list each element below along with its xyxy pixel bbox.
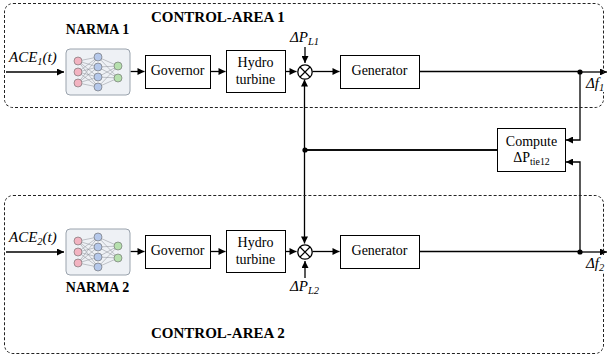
controller-name: NARMA 1 bbox=[66, 22, 129, 38]
controller-name: NARMA 2 bbox=[66, 280, 129, 296]
process-box: Hydro turbine bbox=[226, 50, 286, 92]
signal-connector bbox=[131, 251, 145, 252]
input-signal-line bbox=[6, 251, 64, 252]
process-box: Compute ΔPtie12 bbox=[497, 128, 566, 172]
area-title: CONTROL-AREA 1 bbox=[151, 9, 285, 26]
control-area-region: NARMA 2GovernorHydro turbineΔPL2Generato… bbox=[4, 195, 604, 354]
neural-network-icon bbox=[65, 228, 131, 276]
box-label: Governor bbox=[151, 63, 205, 79]
signal-connector bbox=[286, 71, 297, 72]
signal-connector bbox=[305, 150, 498, 244]
process-box: Generator bbox=[340, 55, 420, 89]
neural-controller-box: NARMA 2 bbox=[65, 228, 131, 276]
box-label: Governor bbox=[151, 243, 205, 259]
control-area-region: NARMA 1GovernorHydro turbineΔPL1Generato… bbox=[4, 3, 604, 108]
box-label: Hydro turbine bbox=[231, 55, 281, 87]
output-signal-name: Δf1 bbox=[585, 75, 605, 92]
load-disturbance-arrow bbox=[304, 47, 305, 63]
box-label: Generator bbox=[352, 63, 408, 79]
load-disturbance-arrow bbox=[304, 261, 305, 278]
process-box: Hydro turbine bbox=[226, 230, 286, 272]
area-title: CONTROL-AREA 2 bbox=[151, 325, 285, 342]
signal-connector bbox=[305, 80, 498, 151]
process-box: Governor bbox=[145, 55, 211, 89]
summing-junction: ΔPL1 bbox=[297, 64, 313, 80]
process-box: Generator bbox=[340, 235, 420, 269]
output-signal-line bbox=[580, 71, 607, 72]
summing-junction-outline bbox=[297, 64, 313, 80]
signal-connector bbox=[313, 251, 340, 252]
signal-connector bbox=[286, 251, 297, 252]
neural-network-icon bbox=[65, 48, 131, 96]
signal-connector bbox=[211, 251, 226, 252]
summing-junction: ΔPL2 bbox=[297, 244, 313, 260]
signal-connector bbox=[211, 71, 226, 72]
summing-junction-outline bbox=[297, 244, 313, 260]
process-box: Governor bbox=[145, 235, 211, 269]
neural-controller-box: NARMA 1 bbox=[65, 48, 131, 96]
disturbance-name: ΔPL2 bbox=[290, 278, 319, 295]
box-label: Generator bbox=[352, 243, 408, 259]
input-signal-line bbox=[6, 71, 64, 72]
input-signal-name: ACE2(t) bbox=[8, 229, 58, 246]
signal-connector bbox=[420, 162, 581, 252]
signal-connector bbox=[131, 71, 145, 72]
signal-connector bbox=[313, 71, 340, 72]
output-signal-name: Δf2 bbox=[585, 255, 605, 272]
input-signal-name: ACE1(t) bbox=[8, 49, 58, 66]
box-label: Compute ΔPtie12 bbox=[502, 134, 561, 166]
output-signal-line bbox=[580, 251, 607, 252]
box-label: Hydro turbine bbox=[231, 235, 281, 267]
disturbance-name: ΔPL1 bbox=[290, 29, 319, 46]
